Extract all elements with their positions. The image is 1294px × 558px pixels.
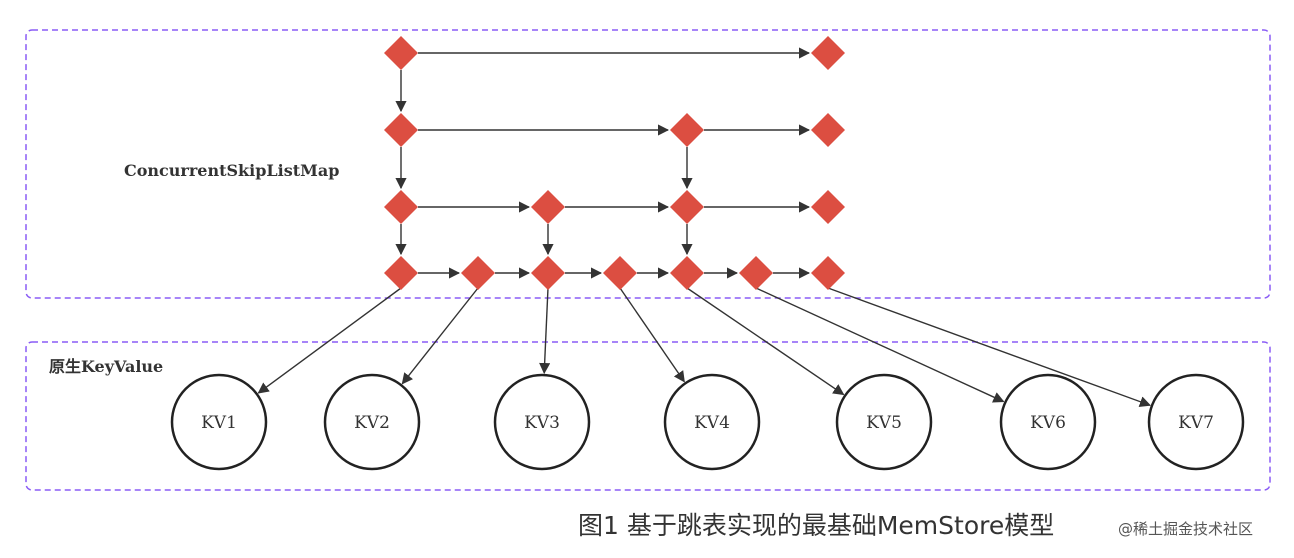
skiplist-group-label: ConcurrentSkipListMap xyxy=(124,161,339,180)
kv-node-label: KV5 xyxy=(866,413,902,433)
skiplist-node xyxy=(670,190,704,224)
kv-link-edge xyxy=(755,287,1005,403)
skiplist-node xyxy=(670,113,704,147)
kv-link-edge xyxy=(257,287,402,394)
skiplist-node xyxy=(603,256,637,290)
kv-link-edge xyxy=(539,287,551,375)
kv-group-box xyxy=(25,341,1271,491)
nodes-layer xyxy=(384,36,845,290)
kv-link-edge xyxy=(686,287,845,396)
skiplist-node xyxy=(811,36,845,70)
skiplist-node xyxy=(811,113,845,147)
skiplist-node xyxy=(531,256,565,290)
skiplist-node xyxy=(384,36,418,70)
kv-node-circle xyxy=(323,373,421,471)
kv-node: KV7 xyxy=(1147,373,1245,471)
kv-node: KV6 xyxy=(999,373,1097,471)
skiplist-group-box xyxy=(25,29,1271,299)
kv-node-label: KV7 xyxy=(1178,413,1214,433)
edges-layer xyxy=(257,47,1152,408)
kv-node-circle xyxy=(493,373,591,471)
kv-node-label: KV4 xyxy=(694,413,730,433)
skiplist-node xyxy=(461,256,495,290)
skiplist-node xyxy=(384,256,418,290)
kv-node-label: KV3 xyxy=(524,413,560,433)
kv-node-circle xyxy=(999,373,1097,471)
kv-node: KV1 xyxy=(170,373,268,471)
kv-node-circle xyxy=(170,373,268,471)
kv-node-circle xyxy=(663,373,761,471)
skiplist-node xyxy=(739,256,773,290)
kv-node-label: KV2 xyxy=(354,413,390,433)
kv-node: KV3 xyxy=(493,373,591,471)
skiplist-node xyxy=(811,256,845,290)
kv-node: KV2 xyxy=(323,373,421,471)
kv-node: KV4 xyxy=(663,373,761,471)
kv-node-circle xyxy=(835,373,933,471)
kv-nodes-layer: KV1 KV2 KV3 KV4 KV5 KV6 KV7 xyxy=(170,373,1245,471)
skiplist-node xyxy=(384,190,418,224)
kv-node-label: KV6 xyxy=(1030,413,1066,433)
kv-node-label: KV1 xyxy=(201,413,237,433)
kv-link-edge xyxy=(619,287,685,383)
kv-node-circle xyxy=(1147,373,1245,471)
kv-link-edge xyxy=(401,287,479,385)
kv-node: KV5 xyxy=(835,373,933,471)
skiplist-node xyxy=(384,113,418,147)
skiplist-node xyxy=(670,256,704,290)
kv-link-edge xyxy=(827,287,1152,408)
figure-caption: 图1 基于跳表实现的最基础MemStore模型 xyxy=(578,511,1055,540)
watermark: @稀土掘金技术社区 xyxy=(1118,520,1254,538)
kv-group-label: 原生KeyValue xyxy=(49,357,163,376)
skiplist-node xyxy=(531,190,565,224)
skiplist-node xyxy=(811,190,845,224)
